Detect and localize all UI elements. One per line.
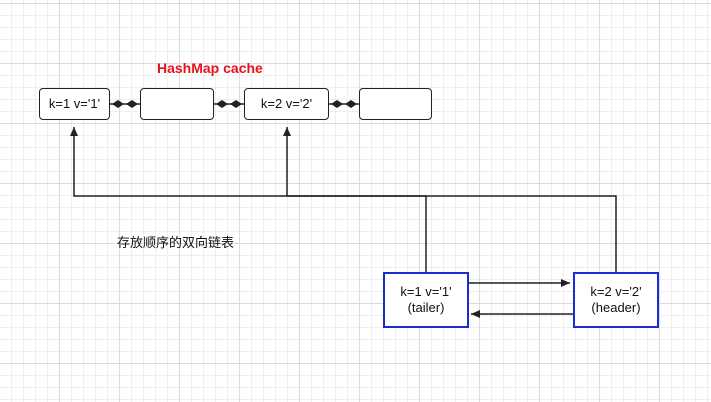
list-caption: 存放顺序的双向链表 [117,236,235,251]
list-node-tailer: k=1 v='1' (tailer) [383,272,469,328]
cache-node-4 [359,88,432,120]
list-node-role: (header) [591,300,641,315]
list-links [467,279,573,318]
cache-node-2 [140,88,214,120]
cache-link-2 [214,100,244,108]
cache-link-1 [110,100,140,108]
pointer-lines [70,127,617,272]
cache-link-3 [329,100,359,108]
hashmap-title: HashMap cache [157,60,263,76]
list-node-key: k=2 v='2' [590,284,642,299]
cache-node-label: k=2 v='2' [260,96,313,111]
cache-node-3: k=2 v='2' [244,88,329,120]
list-node-role: (tailer) [407,300,445,315]
list-node-key: k=1 v='1' [400,284,452,299]
cache-node-label: k=1 v='1' [48,96,101,111]
list-node-header: k=2 v='2' (header) [573,272,659,328]
cache-node-1: k=1 v='1' [39,88,110,120]
